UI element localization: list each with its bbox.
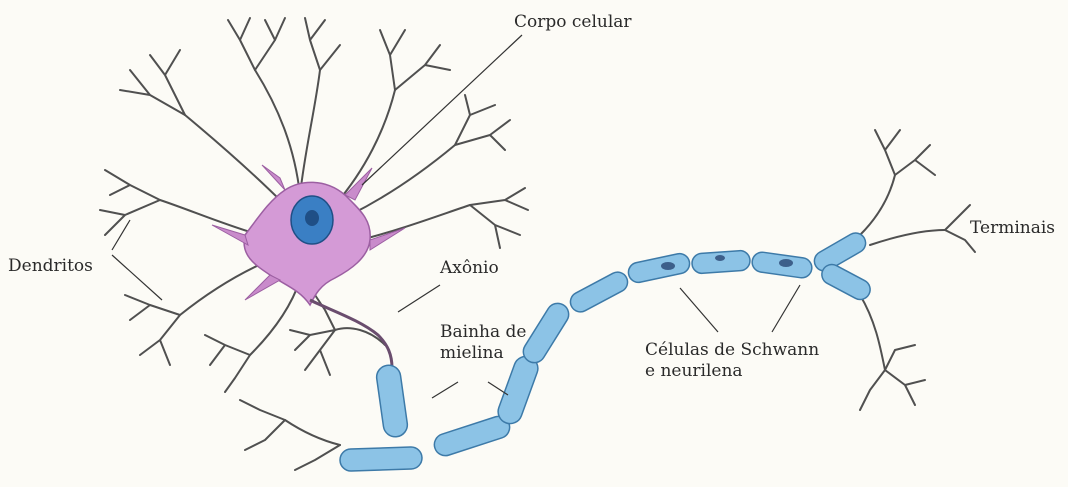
label-axon: Axônio <box>440 258 499 279</box>
label-cell-body: Corpo celular <box>514 12 632 33</box>
label-myelin-sheath: Bainha de mielina <box>440 322 526 364</box>
label-schwann-line1: Células de Schwann <box>645 340 819 361</box>
label-dendrites: Dendritos <box>8 256 93 277</box>
label-terminals: Terminais <box>970 218 1055 239</box>
nucleolus <box>305 210 319 226</box>
label-myelin-line2: mielina <box>440 343 526 364</box>
label-schwann-line2: e neurilena <box>645 361 819 382</box>
label-schwann-cells: Células de Schwann e neurilena <box>645 340 819 382</box>
label-myelin-line1: Bainha de <box>440 322 526 343</box>
